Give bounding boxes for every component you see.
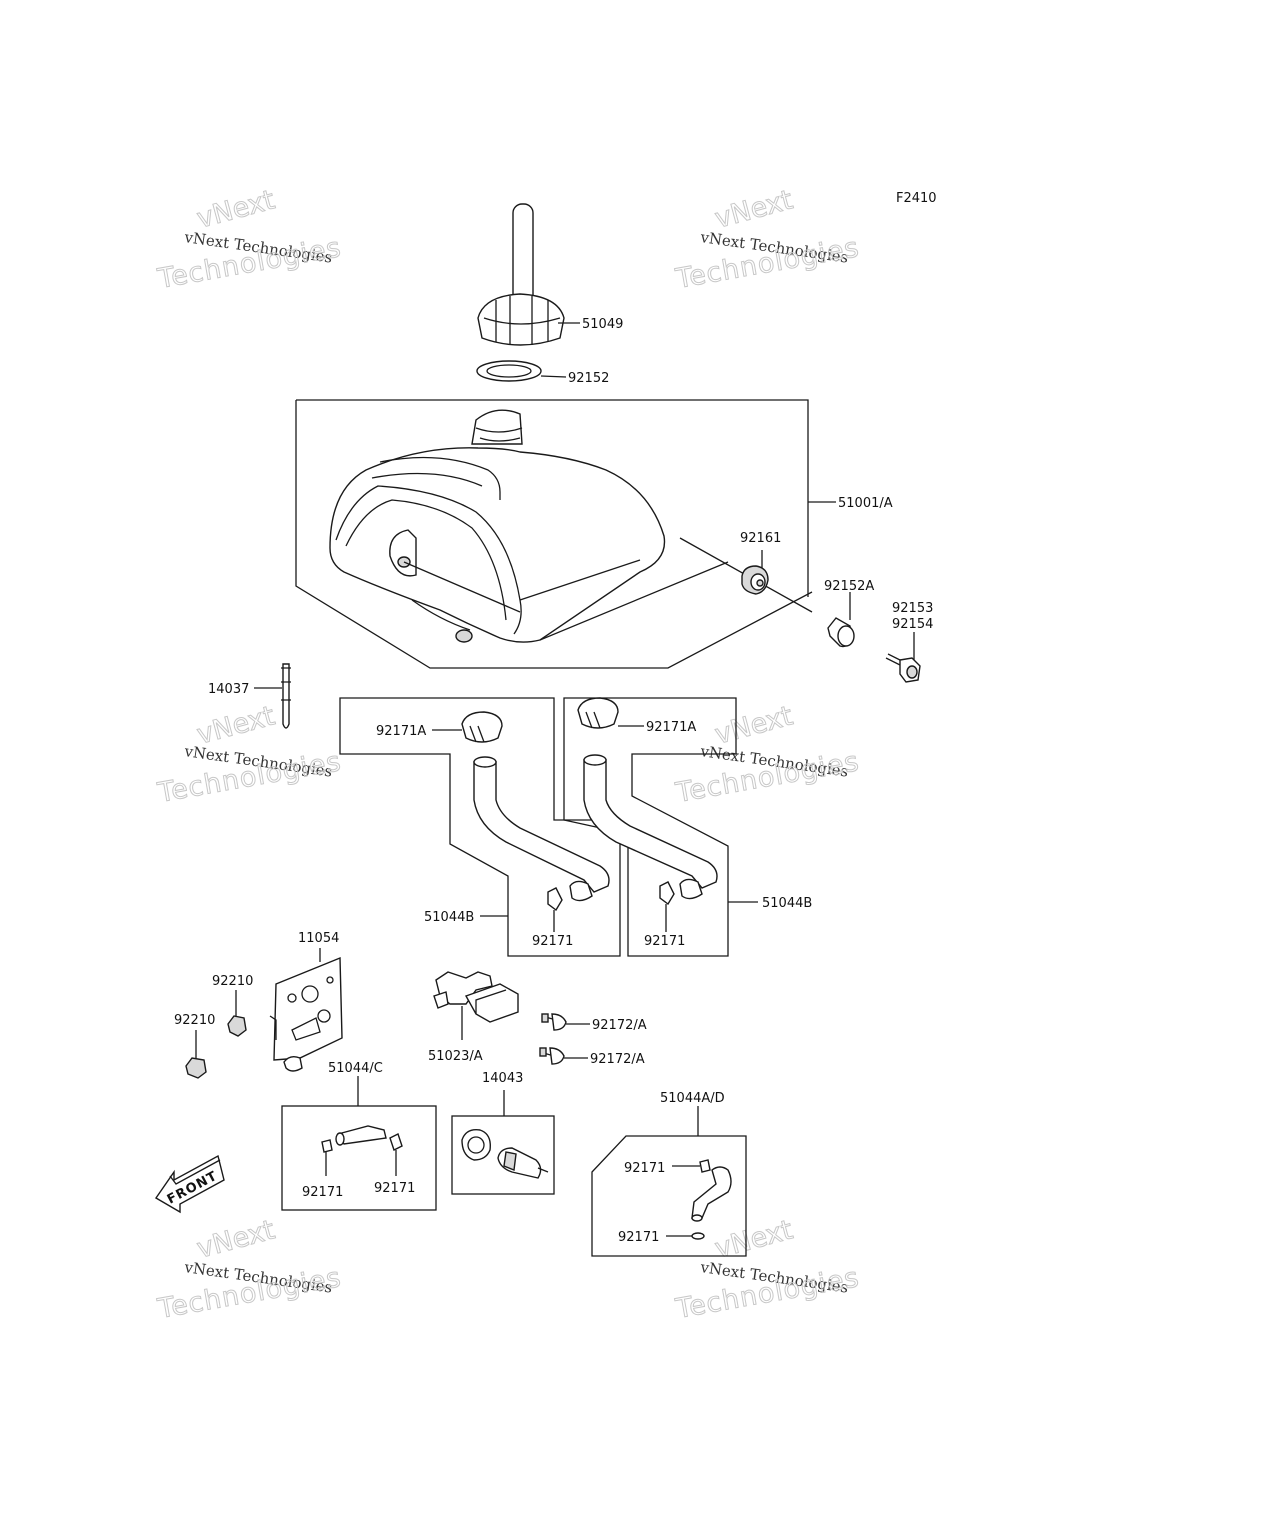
label-11054[interactable]: 11054 (298, 931, 339, 946)
label-92171-right[interactable]: 92171 (644, 934, 685, 949)
right-hose-outline (563, 697, 737, 957)
label-92171-c1[interactable]: 92171 (302, 1185, 343, 1200)
label-51049[interactable]: 51049 (582, 317, 623, 332)
hose-c-part[interactable] (335, 1125, 387, 1146)
nut-upper-part[interactable] (227, 1015, 247, 1037)
label-51001A[interactable]: 51001/A (838, 496, 893, 511)
tank-assembly-outline (296, 399, 809, 597)
hose-ad-clip-lower-part[interactable] (691, 1232, 705, 1240)
label-92154[interactable]: 92154 (892, 617, 933, 632)
hose-ad-outline (591, 1135, 747, 1257)
cap-gasket-part[interactable] (476, 360, 542, 382)
label-92152A[interactable]: 92152A (824, 579, 874, 594)
label-92171A-left[interactable]: 92171A (376, 724, 426, 739)
fuel-cock-part[interactable] (433, 971, 519, 1023)
right-hose-part[interactable] (583, 754, 718, 900)
label-92210-a[interactable]: 92210 (212, 974, 253, 989)
screw-lower-part[interactable] (539, 1047, 565, 1065)
label-92153[interactable]: 92153 (892, 601, 933, 616)
fuel-cap-part[interactable] (477, 203, 565, 346)
label-51044B-left[interactable]: 51044B (424, 910, 474, 925)
hose-ad-clip-upper-part[interactable] (699, 1159, 711, 1173)
label-92210-b[interactable]: 92210 (174, 1013, 215, 1028)
label-92171A-right[interactable]: 92171A (646, 720, 696, 735)
label-51044C[interactable]: 51044/C (328, 1061, 383, 1076)
hose-c-clip-right-part[interactable] (389, 1133, 403, 1151)
screw-upper-part[interactable] (541, 1013, 567, 1031)
watermark-bottom-right: vNext vNext Technologies Technologies (672, 1214, 862, 1326)
label-51044B-right[interactable]: 51044B (762, 896, 812, 911)
label-92172A-b[interactable]: 92172/A (590, 1052, 645, 1067)
label-92161[interactable]: 92161 (740, 531, 781, 546)
label-51044AD[interactable]: 51044A/D (660, 1091, 725, 1106)
label-92171-ad2[interactable]: 92171 (618, 1230, 659, 1245)
label-92152[interactable]: 92152 (568, 371, 609, 386)
clip-part[interactable] (281, 663, 291, 729)
left-clamp-large-part[interactable] (461, 711, 503, 743)
hose-c-outline (281, 1105, 437, 1211)
watermark-bottom-left: vNext vNext Technologies Technologies (154, 1214, 344, 1326)
hose-c-clip-left-part[interactable] (321, 1139, 333, 1153)
label-92171-ad1[interactable]: 92171 (624, 1161, 665, 1176)
front-arrow-icon: FRONT (154, 1154, 225, 1214)
label-51023A[interactable]: 51023/A (428, 1049, 483, 1064)
left-small-clip-part[interactable] (547, 887, 563, 912)
watermark-top-right: vNext vNext Technologies Technologies (672, 184, 862, 296)
leader-tank-mount-line (403, 561, 521, 613)
hose-ad-part[interactable] (691, 1166, 732, 1222)
right-clamp-large-part[interactable] (577, 697, 619, 729)
tank-bolt-part[interactable] (885, 653, 921, 683)
label-92171-c2[interactable]: 92171 (374, 1181, 415, 1196)
svg-text:vNext: vNext (194, 184, 278, 234)
label-92171-left[interactable]: 92171 (532, 934, 573, 949)
watermark-top-left: vNext vNext Technologies Technologies (154, 184, 344, 296)
label-14043[interactable]: 14043 (482, 1071, 523, 1086)
collar-part[interactable] (827, 617, 855, 648)
fuel-filter-part[interactable] (497, 1147, 549, 1179)
svg-text:vNext: vNext (712, 1214, 796, 1264)
svg-text:vNext: vNext (194, 1214, 278, 1264)
nut-lower-part[interactable] (185, 1057, 207, 1079)
watermark-mid-right: vNext vNext Technologies Technologies (672, 700, 862, 810)
right-small-clip-part[interactable] (659, 881, 675, 906)
filter-outline (451, 1115, 555, 1195)
svg-text:vNext: vNext (194, 700, 278, 750)
filter-clamp-part[interactable] (461, 1129, 491, 1161)
label-14037[interactable]: 14037 (208, 682, 249, 697)
label-92172A-a[interactable]: 92172/A (592, 1018, 647, 1033)
fuel-tank-part[interactable] (329, 409, 729, 643)
left-hose-outline (339, 697, 621, 957)
grommet-part[interactable] (741, 565, 769, 595)
tank-assembly-outline-bottom (295, 400, 813, 669)
bracket-part[interactable] (269, 956, 343, 1072)
diagram-code: F2410 (896, 191, 937, 206)
leader-92152 (540, 375, 567, 378)
watermark-mid-left: vNext vNext Technologies Technologies (154, 700, 344, 810)
svg-text:vNext: vNext (712, 184, 796, 234)
left-hose-part[interactable] (473, 756, 610, 902)
svg-text:vNext: vNext (712, 700, 796, 750)
